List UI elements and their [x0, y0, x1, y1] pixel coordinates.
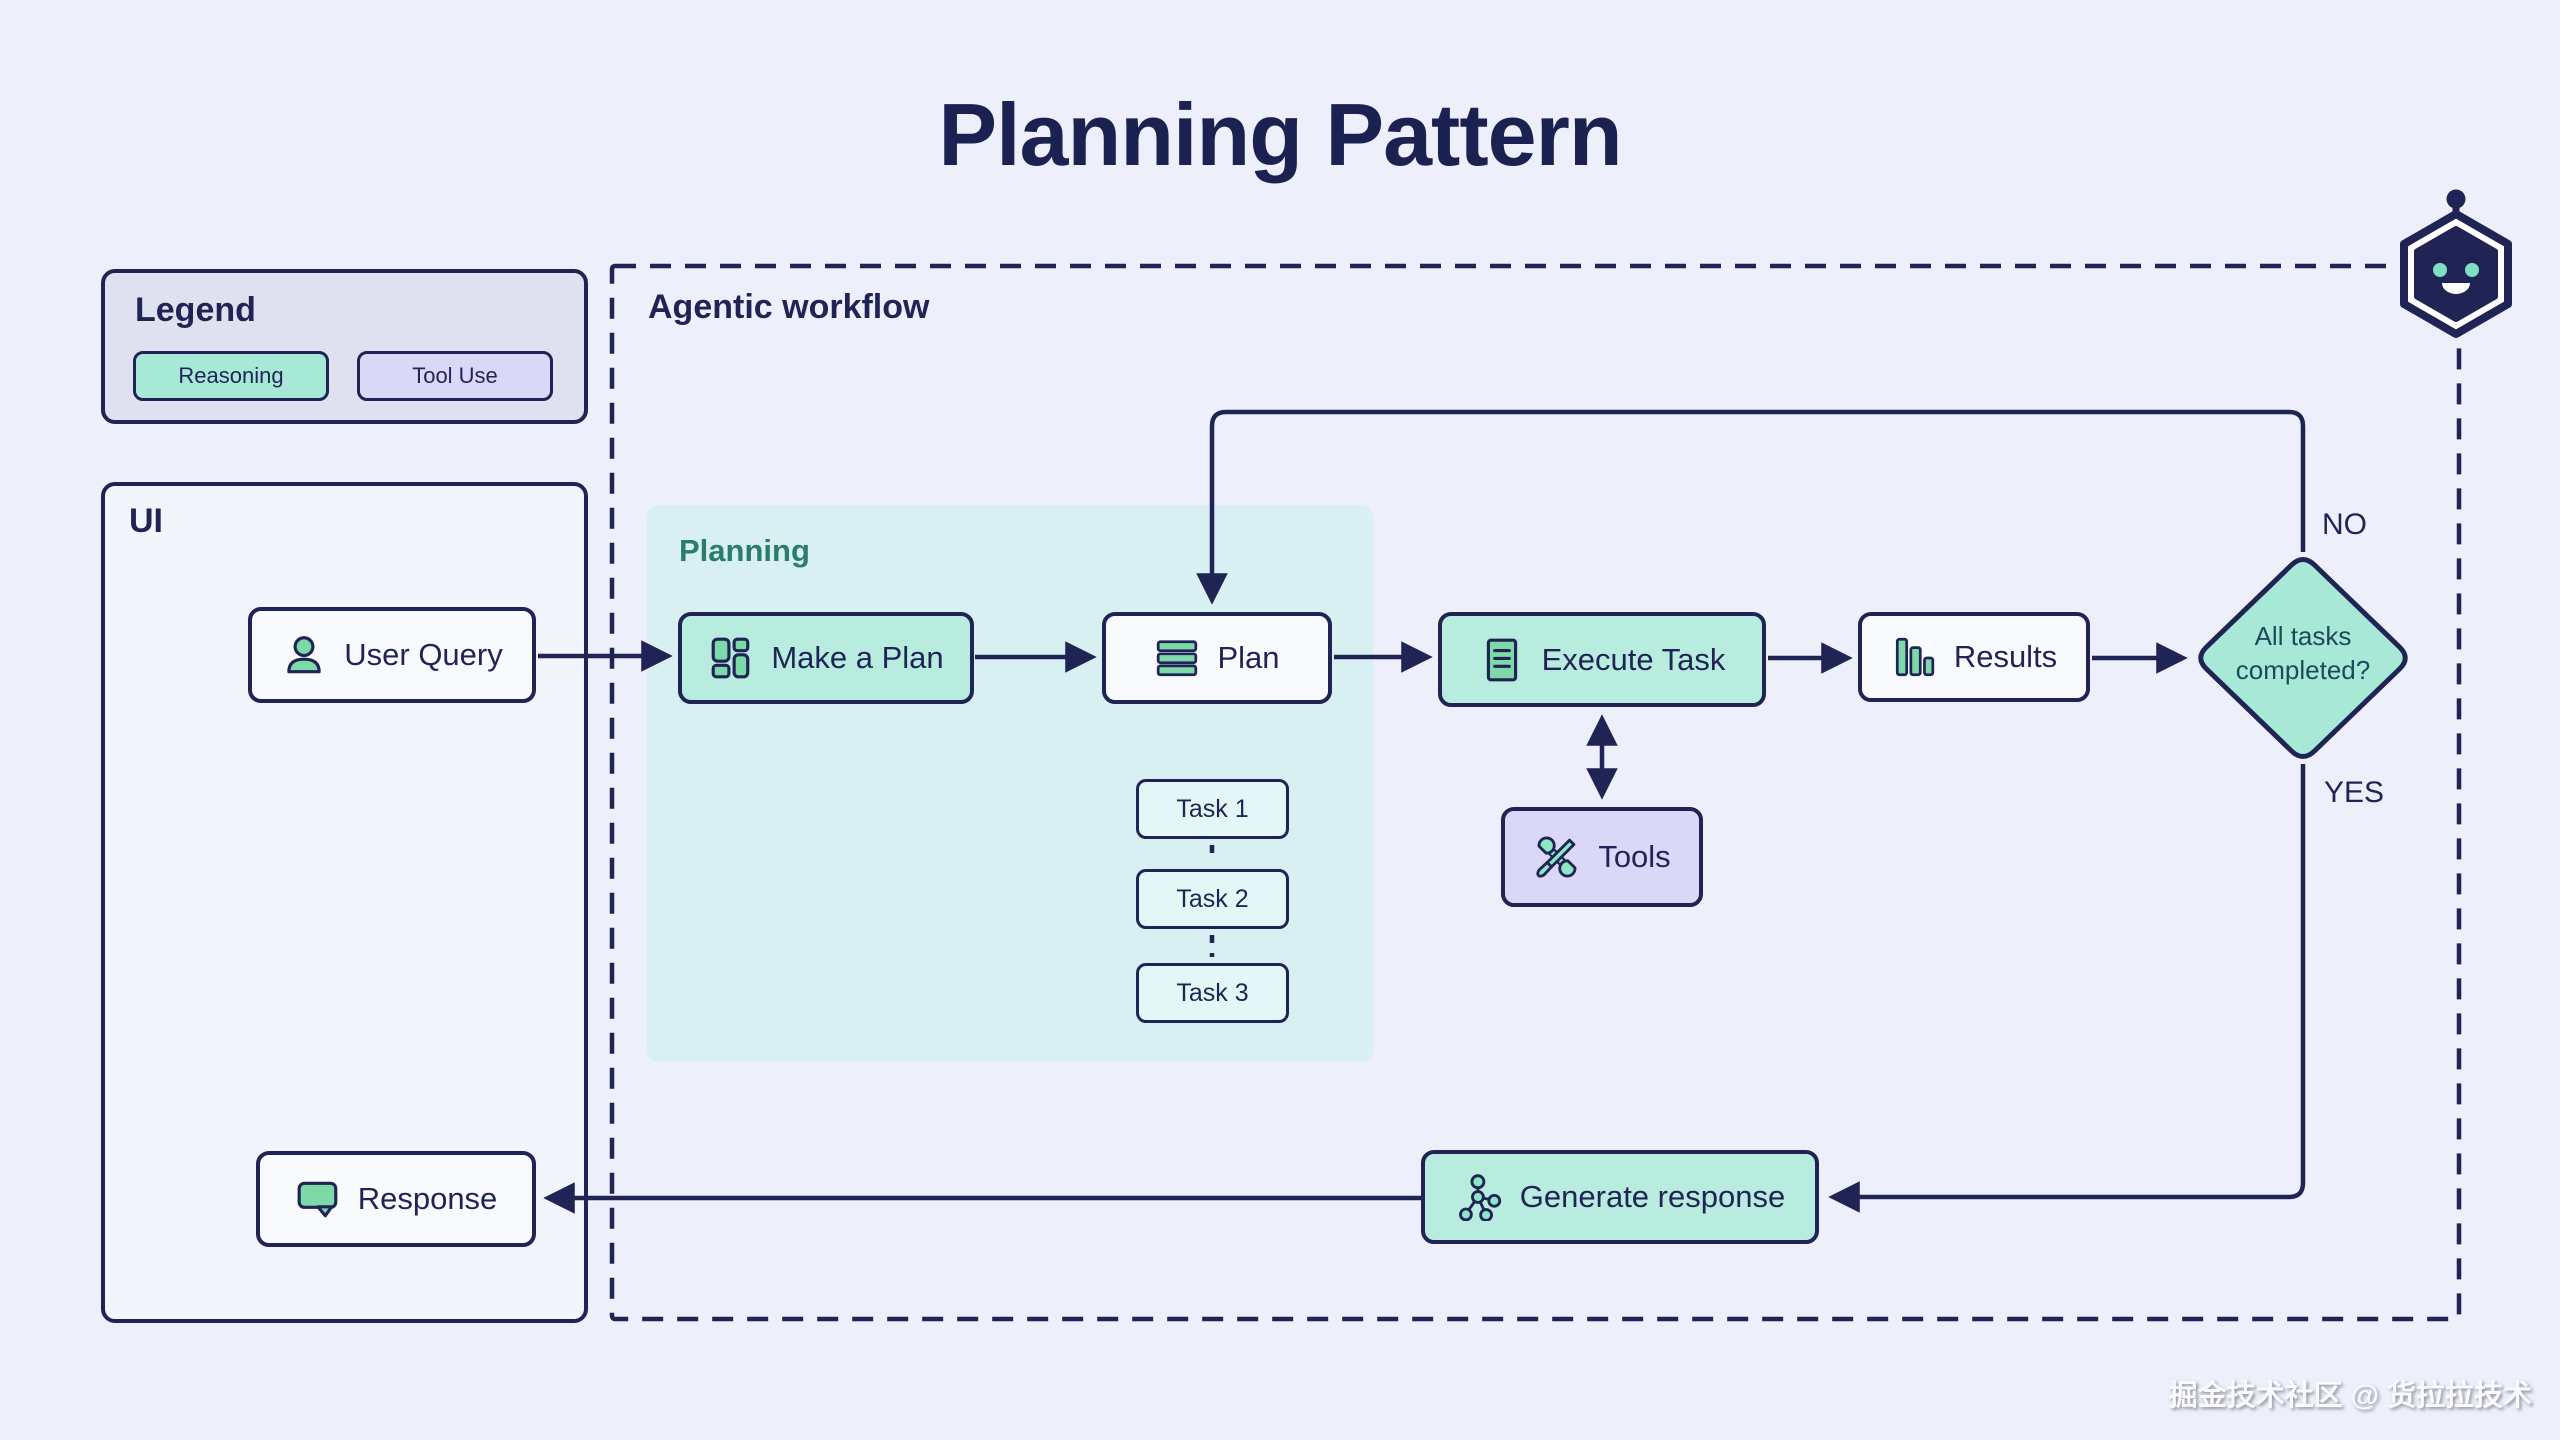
grid-icon [711, 637, 750, 679]
node-label: Tools [1598, 839, 1671, 874]
node-label: Generate response [1519, 1179, 1786, 1214]
arrow-no-loop-to-plan [1196, 409, 2306, 605]
node-label: Plan [1217, 640, 1280, 675]
crossed-tools-icon [1536, 836, 1577, 878]
page-title: Planning Pattern [938, 85, 1622, 184]
watermark: 掘金技术社区 @ 货拉拉技术 [2168, 1380, 2532, 1412]
user-icon [287, 636, 321, 674]
node-user-query: User Query [248, 607, 536, 703]
network-icon [1458, 1174, 1501, 1221]
node-label: User Query [344, 637, 503, 672]
legend-item-reasoning: Reasoning [133, 351, 329, 401]
node-task-2: Task 2 [1136, 869, 1289, 929]
node-make-a-plan: Make a Plan [678, 612, 974, 704]
legend-panel: Legend Reasoning Tool Use [101, 269, 588, 424]
decision-question: All tasks completed? [2235, 621, 2371, 685]
document-icon [1486, 638, 1517, 681]
bar-chart-icon [1895, 637, 1934, 677]
list-icon [1157, 640, 1198, 677]
node-label: Execute Task [1541, 641, 1726, 677]
node-tools: Tools [1501, 807, 1703, 907]
task-label: Task 1 [1176, 794, 1249, 823]
robot-icon [2400, 189, 2512, 338]
node-plan: Plan [1102, 612, 1332, 704]
node-results: Results [1858, 612, 2090, 702]
legend-item-tool-use: Tool Use [357, 351, 553, 401]
node-task-1: Task 1 [1136, 779, 1289, 839]
ui-panel-title: UI [129, 502, 163, 540]
decision-diamond [2198, 557, 2408, 759]
decision-no-label: NO [2322, 508, 2367, 541]
planning-region-title: Planning [679, 533, 810, 568]
decision-yes-label: YES [2324, 776, 2385, 809]
task-label: Task 3 [1176, 978, 1249, 1007]
node-generate-response: Generate response [1421, 1150, 1819, 1244]
node-label: Response [357, 1181, 498, 1216]
arrow-yes-to-generateresponse [1828, 764, 2306, 1213]
node-label: Make a Plan [771, 640, 944, 675]
task-label: Task 2 [1176, 884, 1249, 913]
node-label: Results [1953, 639, 2058, 674]
chat-bubble-icon [297, 1181, 338, 1218]
node-task-3: Task 3 [1136, 963, 1289, 1023]
node-execute-task: Execute Task [1438, 612, 1766, 707]
legend-title: Legend [135, 291, 256, 329]
node-response: Response [256, 1151, 536, 1247]
agentic-workflow-title: Agentic workflow [648, 288, 930, 326]
